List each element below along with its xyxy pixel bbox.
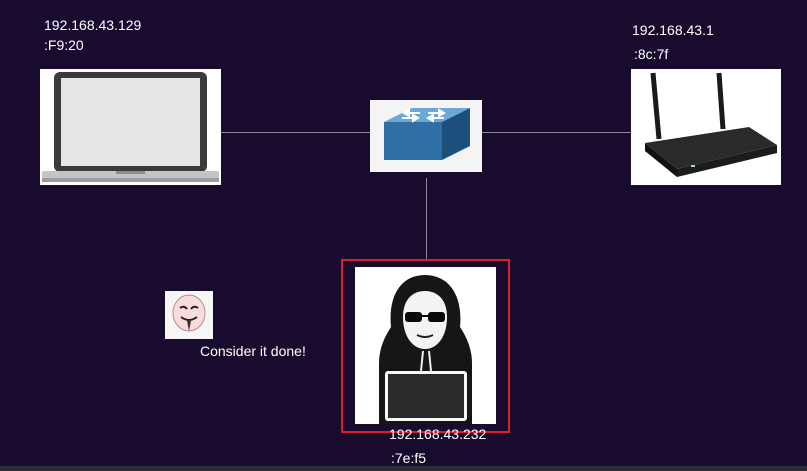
link-switch-router [482, 132, 632, 133]
laptop-ip-label: 192.168.43.129 [44, 17, 142, 33]
router-icon[interactable] [631, 69, 781, 185]
network-switch-icon[interactable] [370, 100, 482, 172]
link-switch-attacker [426, 178, 427, 260]
callout-text: Consider it done! [200, 343, 306, 359]
laptop-icon[interactable] [40, 69, 221, 185]
link-laptop-switch [220, 132, 370, 133]
hacker-icon[interactable] [355, 267, 496, 424]
attacker-highlight-frame [341, 259, 510, 433]
laptop-mac-label: :F9:20 [44, 37, 84, 53]
anonymous-mask-icon [165, 291, 213, 339]
router-ip-label: 192.168.43.1 [632, 22, 714, 38]
bottom-edge-strip [0, 466, 807, 471]
attacker-mac-label: :7e:f5 [391, 450, 427, 466]
attacker-ip-label: 192.168.43.232 [389, 426, 487, 442]
router-mac-label: :8c:7f [634, 46, 669, 62]
